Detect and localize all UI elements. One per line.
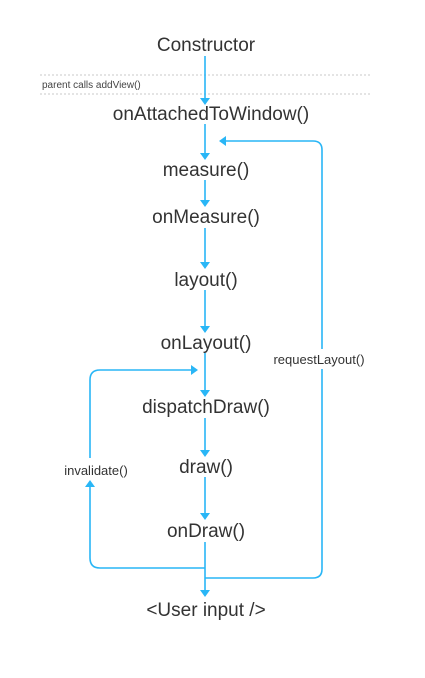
request-layout-label-bg [265,349,373,369]
node-on-attached-to-window: onAttachedToWindow() [113,104,309,125]
arrow-head-onlayout [200,326,210,333]
node-on-measure: onMeasure() [152,207,260,228]
node-user-input: <User input /> [146,600,265,621]
main-flow-arrows [200,56,210,597]
arrow-head-attached [200,98,210,105]
invalidate-loop-line [89,487,205,569]
invalidate-loop [85,365,205,569]
arrow-head-user-input [200,590,210,597]
node-on-layout: onLayout() [161,333,252,354]
node-draw: draw() [179,457,233,478]
arrow-head-dispatchdraw [200,390,210,397]
invalidate-label-bg [56,460,136,480]
arrow-head-onmeasure [200,200,210,207]
arrow-head-measure [200,153,210,160]
node-constructor: Constructor [157,35,256,56]
node-on-draw: onDraw() [167,521,245,542]
node-measure: measure() [163,160,250,181]
node-layout: layout() [174,270,237,291]
arrow-head-draw [200,450,210,457]
annotation-invalidate: invalidate() [64,463,128,478]
arrow-head-layout [200,262,210,269]
invalidate-loop-upper-line [89,369,191,458]
annotation-request-layout: requestLayout() [273,352,364,367]
annotation-parent-calls-addview: parent calls addView() [42,80,141,91]
invalidate-arrow-head-up [85,480,95,487]
arrow-head-ondraw [200,513,210,520]
invalidate-arrow-head-right [191,365,198,375]
request-layout-arrow-head [219,136,226,146]
node-dispatch-draw: dispatchDraw() [142,397,270,418]
